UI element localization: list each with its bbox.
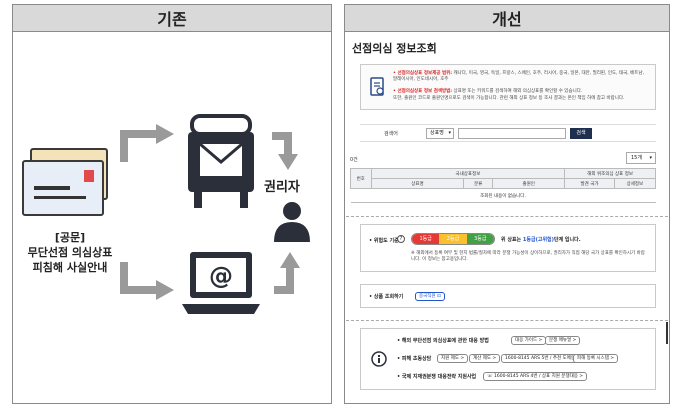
- letter-icon: [22, 160, 104, 216]
- support-program-button[interactable]: 지원 제도 >: [437, 354, 469, 363]
- heading-before: 기존: [12, 4, 332, 32]
- search-type-select[interactable]: 상표명 ▾: [426, 128, 454, 139]
- arrow-icon: [272, 132, 298, 170]
- column-header: 상세정보: [613, 178, 657, 189]
- svg-text:@: @: [209, 262, 233, 290]
- rights-holder-label: 권리자: [264, 180, 300, 195]
- notice-box: • 선점의심상표 정보제공 범위: 캐나다, 미국, 영국, 독일, 프랑스, …: [360, 64, 656, 110]
- search-input[interactable]: [458, 128, 566, 139]
- results-table: 번호 국내상표정보 해외 위조의심 상표 정보 상표명 분류 출원인 발견 국가…: [350, 168, 657, 203]
- chevron-down-icon: ▾: [649, 155, 652, 161]
- column-header: 발견 국가: [564, 178, 615, 189]
- column-group-domestic: 국내상표정보: [370, 168, 566, 179]
- arrow-icon: [120, 124, 174, 162]
- section-divider: [346, 216, 668, 217]
- column-header: 분류: [463, 178, 494, 189]
- risk-level-2: 2등급: [439, 234, 467, 244]
- laptop-email-icon: @: [182, 252, 260, 314]
- section-divider: [346, 320, 668, 321]
- product-lookup-button[interactable]: 중국직원 ⊡: [415, 292, 445, 301]
- person-icon: [274, 202, 310, 242]
- damage-system-button[interactable]: 피해 등록 시스템 >: [573, 354, 619, 363]
- before-panel: [12, 32, 332, 404]
- column-group-overseas: 해외 위조의심 상표 정보: [564, 168, 656, 179]
- risk-level-note: ※ 해외에서 등록 여부 및 현지 법률/절차에 따라 분쟁 가능성이 상이하므…: [411, 251, 645, 262]
- risk-level-bar: 1등급 2등급 3등급: [411, 233, 495, 245]
- chevron-down-icon: ▾: [448, 130, 451, 136]
- search-bar: 검색어 상표명 ▾ 검색: [360, 124, 656, 142]
- risk-level-box: • 위험도 기준 ? 1등급 2등급 3등급 위 상표는 1등급(고위험)단계 …: [360, 224, 656, 272]
- page-title: 선점의심 정보조회: [352, 42, 437, 55]
- empty-row: 조회된 내용이 없습니다.: [350, 188, 656, 203]
- arrow-icon: [120, 262, 174, 300]
- product-lookup-label: • 상품 조회하기: [369, 294, 404, 300]
- search-button[interactable]: 검색: [570, 128, 592, 139]
- scrollbar[interactable]: [666, 322, 668, 344]
- dispute-manual-button[interactable]: 분쟁 매뉴얼 >: [545, 336, 581, 345]
- ars-hotline-button[interactable]: 1600-8145 ARS 5번 / 추천 도메인 >: [501, 354, 585, 363]
- guide-line-2: • 피해 초동상담: [397, 356, 432, 362]
- official-letter-caption: [공문] 무단선점 의심상표 피침해 사실안내: [27, 231, 113, 274]
- risk-level-result: 위 상표는 1등급(고위험)단계 입니다.: [501, 237, 581, 243]
- result-count: 0건: [350, 157, 358, 163]
- guide-line-1: • 해외 무단선점 의심상표에 관한 대응 방법: [397, 338, 489, 344]
- guide-line-3: • 국제 지재권분쟁 대응전략 지원사업: [397, 374, 477, 380]
- search-label: 검색어: [384, 131, 398, 137]
- column-header: 번호: [350, 168, 372, 189]
- column-header: 출원인: [492, 178, 566, 189]
- dispute-support-hotline-button[interactable]: ☏ 1600-8145 ARS 4번 / 상표 지원 분쟁대응 >: [483, 372, 588, 381]
- help-icon[interactable]: ?: [397, 235, 405, 243]
- risk-level-1: 1등급: [412, 234, 440, 244]
- risk-level-3: 3등급: [466, 234, 494, 244]
- document-icon: [370, 77, 384, 96]
- product-lookup-box: • 상품 조회하기 중국직원 ⊡: [360, 284, 656, 308]
- response-guide-box: • 해외 무단선점 의심상표에 관한 대응 방법 대응 가이드 > 분쟁 매뉴얼…: [360, 328, 656, 390]
- page-size-select[interactable]: 15개 ▾: [626, 152, 656, 164]
- calc-program-button[interactable]: 계산 제도 >: [469, 354, 501, 363]
- arrow-icon: [274, 252, 300, 294]
- info-icon: [371, 351, 387, 367]
- response-guide-button[interactable]: 대응 가이드 >: [511, 336, 547, 345]
- risk-level-label: • 위험도 기준: [369, 238, 399, 244]
- mailbox-icon: [188, 114, 254, 208]
- column-header: 상표명: [370, 178, 465, 189]
- heading-after: 개선: [344, 4, 670, 32]
- stamp-icon: [84, 170, 94, 182]
